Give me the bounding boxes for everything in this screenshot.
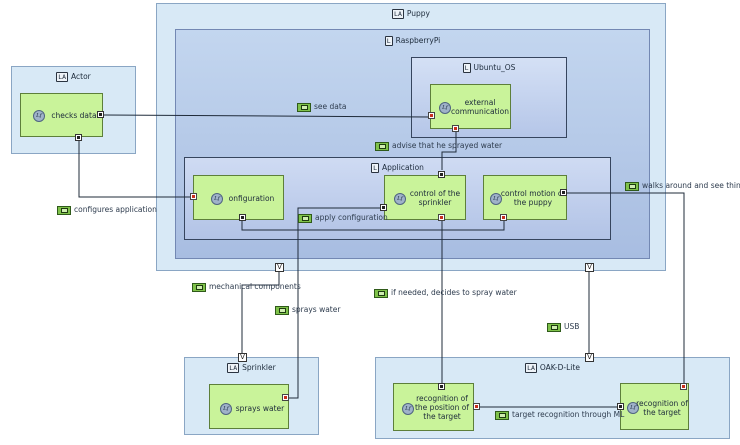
function-icon: Lf	[439, 102, 451, 114]
function-label-line: the target	[643, 408, 681, 417]
ubuntu-os-label: Ubuntu_OS	[473, 63, 516, 72]
port-in	[190, 193, 197, 200]
function-control-motion[interactable]: Lf control motion of the puppy	[483, 175, 567, 220]
flow-label-sprays-water[interactable]: sprays water	[275, 305, 340, 315]
exchange-icon	[375, 141, 389, 151]
port-in	[680, 383, 687, 390]
port-in	[500, 214, 507, 221]
logical-component-tag: L	[371, 163, 379, 173]
flow-line-configures	[78, 138, 193, 198]
function-configuration[interactable]: Lf onfiguration	[193, 175, 284, 220]
application-label: Application	[382, 163, 424, 172]
port-in	[428, 112, 435, 119]
function-recognition-position[interactable]: Lf recognition of the position of the ta…	[393, 383, 474, 431]
function-external-communication[interactable]: Lf external communication	[430, 84, 511, 129]
port-out	[560, 189, 567, 196]
oak-d-lite-label: OAK-D-Lite	[539, 363, 580, 372]
function-control-sprinkler[interactable]: Lf control of the sprinkler	[384, 175, 466, 220]
port-in	[473, 403, 480, 410]
logical-actor-tag: LA	[56, 72, 69, 82]
flow-label-walks[interactable]: walks around and see thing	[625, 181, 740, 191]
function-checks-data[interactable]: Lf checks data	[20, 93, 103, 137]
flow-label-apply-config[interactable]: apply configuration	[298, 213, 388, 223]
exchange-icon	[297, 102, 311, 112]
logical-component-tag: L	[462, 63, 471, 73]
function-label-line: external	[464, 98, 496, 107]
flow-label-configures[interactable]: configures application	[57, 205, 157, 215]
exchange-icon	[625, 181, 639, 191]
function-icon: Lf	[490, 193, 502, 205]
function-icon: Lf	[627, 402, 639, 414]
logical-actor-tag: LA	[227, 363, 240, 373]
flow-line-walks	[567, 192, 685, 383]
sprinkler-label: Sprinkler	[242, 363, 276, 372]
port-out	[438, 171, 445, 178]
raspberrypi-label: RaspberryPi	[395, 36, 441, 45]
link-icon	[547, 322, 561, 332]
function-label-line: the position of	[414, 403, 469, 412]
function-sprays-water[interactable]: Lf sprays water	[209, 384, 289, 429]
flow-label-mechanical[interactable]: mechanical components	[192, 282, 301, 292]
flow-line-advise	[441, 130, 457, 170]
function-icon: Lf	[220, 403, 232, 415]
port-out	[97, 111, 104, 118]
physical-port-icon: V	[275, 263, 284, 272]
exchange-icon	[57, 205, 71, 215]
pl-link-mechanical	[241, 264, 280, 357]
physical-port-icon: V	[585, 263, 594, 272]
exchange-icon	[298, 213, 312, 223]
port-out	[239, 214, 246, 221]
function-label-line: sprinkler	[418, 198, 452, 207]
link-icon	[192, 282, 206, 292]
flow-label-if-needed[interactable]: if needed, decides to spray water	[374, 288, 517, 298]
physical-port-icon: V	[238, 353, 247, 362]
actor-label: Actor	[71, 72, 91, 81]
function-icon: Lf	[33, 110, 45, 122]
logical-actor-tag: LA	[392, 9, 404, 19]
function-label-line: the puppy	[513, 198, 553, 207]
logical-actor-tag: LA	[525, 363, 537, 373]
port-in	[282, 394, 289, 401]
port-out	[75, 134, 82, 141]
puppy-label: Puppy	[406, 9, 430, 18]
flow-line-sprays	[289, 208, 299, 399]
flow-label-advise[interactable]: advise that he sprayed water	[375, 141, 502, 151]
logical-component-tag: L	[384, 36, 393, 46]
function-recognition-target[interactable]: Lf recognition of the target	[620, 383, 689, 430]
flow-line-see-data	[103, 114, 431, 118]
function-icon: Lf	[402, 403, 414, 415]
exchange-icon	[275, 305, 289, 315]
port-out	[438, 383, 445, 390]
function-label-line: communication	[450, 107, 509, 116]
physical-port-icon: V	[585, 353, 594, 362]
function-label: checks data	[51, 111, 97, 120]
flow-label-see-data[interactable]: see data	[297, 102, 346, 112]
port-out	[617, 403, 624, 410]
function-label-line: recognition of	[636, 399, 688, 408]
flow-line-apply-config-2	[242, 221, 505, 231]
function-label-line: control motion of	[500, 189, 566, 198]
function-label: onfiguration	[228, 194, 275, 203]
port-in	[452, 125, 459, 132]
flow-label-usb[interactable]: USB	[547, 322, 579, 332]
flow-label-target-ml[interactable]: target recognition through ML	[495, 410, 624, 420]
port-out	[380, 204, 387, 211]
function-label-line: control of the	[409, 189, 461, 198]
port-in	[438, 214, 445, 221]
function-icon: Lf	[394, 193, 406, 205]
function-icon: Lf	[211, 193, 223, 205]
function-label-line: the target	[423, 412, 461, 421]
exchange-icon	[495, 410, 509, 420]
exchange-icon	[374, 288, 388, 298]
function-label-line: recognition of	[416, 394, 468, 403]
function-label: sprays water	[235, 404, 285, 413]
